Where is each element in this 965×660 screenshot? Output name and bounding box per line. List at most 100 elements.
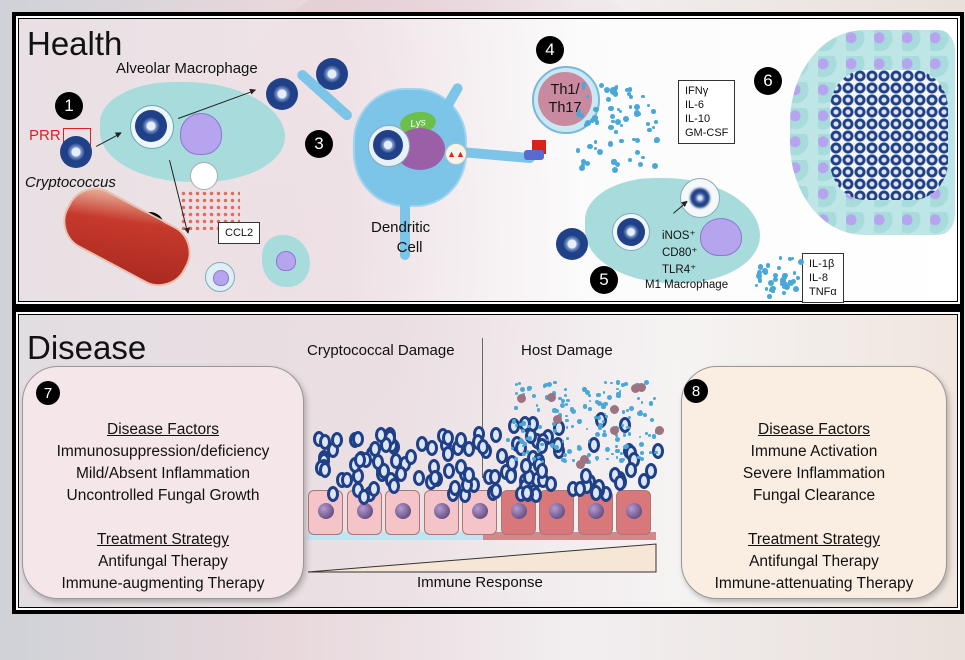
epithelial-cell [616,490,651,535]
macrophage-nucleus [180,113,222,155]
cytokine-dot [783,283,790,290]
cryptococcus-ring [544,476,557,493]
divider-line [482,338,483,478]
inflammation-dot [610,381,613,385]
factor-item: Severe Inflammation [742,465,886,482]
inflammation-dot [616,393,621,399]
inflammation-dot [577,419,582,425]
inflammation-dot [511,419,517,424]
cytokine-dot [576,109,582,114]
inflammation-dot [645,432,648,435]
cytokine-dot [645,122,650,127]
cytokine-dot [771,289,775,293]
epithelial-cell [539,490,574,535]
treatment-strategy-header: Treatment Strategy [747,531,881,548]
cytokine-dot [765,263,771,268]
cryptococcus-ring [429,469,442,486]
step-badge-3: 3 [305,130,333,158]
health-title: Health [27,25,123,62]
m1-cytokine-box: IL-1β IL-8 TNFα [802,253,844,303]
dead-cell-debris [517,393,527,403]
inflammation-dot [615,448,620,454]
dead-cell-debris [610,426,620,436]
box-7-low-immunity: Disease Factors Immunosuppression/defici… [22,366,304,599]
inflammation-dot [620,452,624,456]
inflammation-dot [585,389,590,395]
cytokine-item: IL-8 [809,272,828,284]
cytokine-dot [641,155,645,160]
inflammation-dot [587,440,591,443]
inflammation-dot [636,456,640,459]
cytokine-dot [634,137,640,143]
cytokine-dot [766,293,772,299]
inflammation-dot [601,419,606,424]
inflammation-dot [521,444,525,448]
cytokine-dot [757,278,763,283]
cytokine-dot [593,140,598,145]
cytokine-dot [623,116,629,122]
inflammation-dot [614,433,618,437]
inflammation-dot [597,415,602,420]
cytokine-dot [651,126,655,130]
dead-cell-debris [631,384,641,394]
cryptococcus-ring [624,461,637,478]
inflammation-dot [561,399,566,404]
cytokine-dot [608,124,614,131]
dendrite-process [400,200,410,260]
cryptococcus-ring [489,482,502,499]
inflammation-dot [639,456,644,461]
cryptococcus-icon [60,136,92,168]
th-label-line1: Th1/ [550,82,580,98]
antigen-fragments-icon: ▲▲ [445,143,467,165]
cytokine-dot [592,115,598,121]
inflammation-dot [550,442,556,448]
cryptococcus-ring [521,484,534,501]
inflammation-dot [652,396,656,400]
cytokine-dot [782,272,788,279]
cytokine-dot [754,283,759,288]
inflammation-dot [616,391,621,396]
alveolar-macrophage-label: Alveolar Macrophage [116,60,258,77]
inflammation-dot [621,410,626,415]
cryptococcus-ring [589,485,602,502]
cytokine-dot [593,106,600,113]
cytokine-dot [581,81,587,87]
inflammation-dot [648,401,654,406]
cytokine-dot [647,127,652,132]
dendritic-cell-label-line2: Cell [396,239,423,256]
inflammation-dot [532,394,537,399]
cytokine-dot [797,258,804,265]
cryptococcus-ring [442,446,455,463]
dead-cell-debris [610,405,620,415]
inflammation-dot [518,382,522,386]
host-damage-label: Host Damage [521,342,613,359]
inflammation-dot [553,380,557,385]
inflammation-dot [611,452,614,456]
cytokine-dot [575,148,581,153]
inflammation-dot [649,418,654,423]
inflammation-dot [588,399,592,403]
cytokine-dot [782,291,787,296]
epithelial-cell [385,490,420,535]
cryptococcus-ring [412,469,425,486]
cytokine-dot [610,159,617,165]
inflammation-dot [572,459,575,462]
inflammation-dot [605,414,608,418]
dead-cell-debris [580,455,590,465]
step-badge-8: 8 [684,379,708,403]
phagosome-killing [680,178,720,218]
inflammation-dot [624,443,630,449]
phagosome [612,213,650,251]
cryptococcus-ring [579,468,592,485]
dead-cell-debris [546,392,556,402]
cryptococcus-ring [318,434,331,451]
inflammation-dot [569,407,575,413]
inflammation-dot [648,451,652,455]
inflammation-dot [537,449,541,453]
epithelial-nucleus [433,503,450,519]
box-8-high-immunity: Disease Factors Immune Activation Severe… [681,366,947,599]
cytokine-dot [790,256,794,260]
inflammation-dot [620,423,624,428]
factor-item: Uncontrolled Fungal Growth [66,487,260,504]
